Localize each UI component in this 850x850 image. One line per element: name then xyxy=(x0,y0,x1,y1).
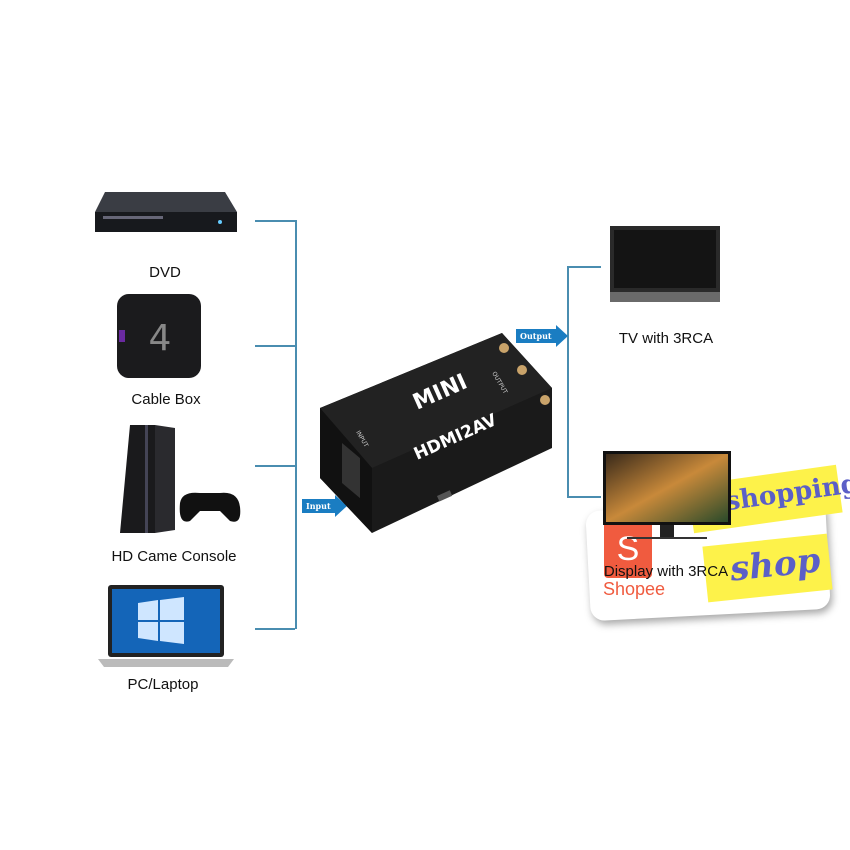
shopee-logo: S xyxy=(604,520,652,578)
cable-box-icon: 4 xyxy=(117,294,201,378)
input-bracket-line xyxy=(295,220,297,629)
laptop-icon xyxy=(98,585,234,667)
svg-text:4: 4 xyxy=(149,318,172,359)
dvd-player-icon xyxy=(95,192,237,232)
shopee-logo-letter: S xyxy=(616,530,640,568)
branch-line xyxy=(567,266,601,268)
monitor-icon xyxy=(603,451,731,539)
output-label-tv: TV with 3RCA xyxy=(618,330,714,347)
output-bracket-line xyxy=(567,266,569,497)
output-label-display: Display with 3RCA xyxy=(603,563,729,580)
game-console-icon xyxy=(120,425,241,533)
source-label-game-console: HD Came Console xyxy=(111,548,237,565)
branch-line xyxy=(567,496,601,498)
branch-line xyxy=(255,345,295,347)
output-arrow: Output xyxy=(516,325,568,347)
source-label-cable-box: Cable Box xyxy=(131,391,201,408)
branch-line xyxy=(255,465,295,467)
source-label-dvd: DVD xyxy=(149,264,181,281)
input-arrow: Input xyxy=(302,495,347,517)
source-label-laptop: PC/Laptop xyxy=(127,676,199,693)
hdmi2av-converter: MINI HDMI2AV INPUT OUTPUT xyxy=(320,333,552,533)
branch-line xyxy=(255,220,295,222)
shopee-text: Shopee xyxy=(603,579,666,599)
branch-line xyxy=(255,628,295,630)
tv-icon xyxy=(610,226,720,302)
